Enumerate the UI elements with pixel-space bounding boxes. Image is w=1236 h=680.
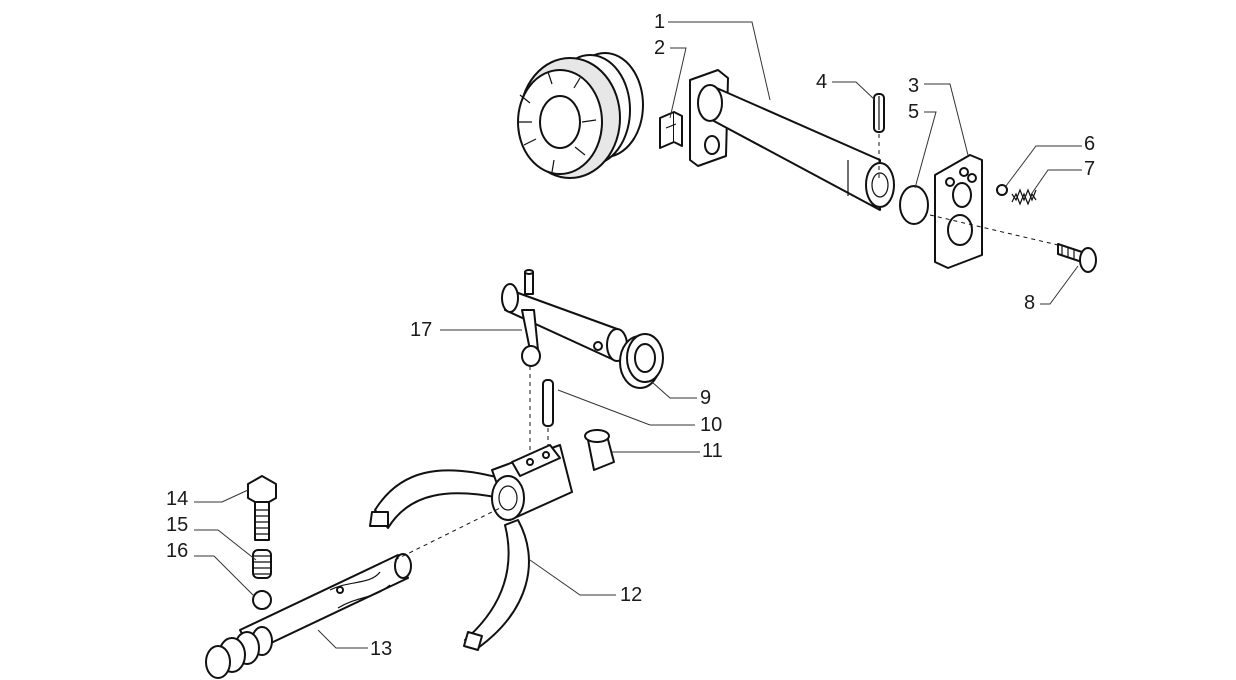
part-2-key bbox=[659, 111, 683, 149]
leader-lines bbox=[194, 21, 1082, 649]
part-1-rod bbox=[689, 69, 895, 211]
callout-10: 10 bbox=[700, 414, 722, 436]
callout-17: 17 bbox=[410, 319, 432, 341]
part-8-screw bbox=[1057, 243, 1097, 273]
part-3-plate bbox=[929, 154, 1059, 269]
part-17-lever bbox=[501, 269, 628, 450]
part-7-spring bbox=[1011, 188, 1037, 206]
callout-16: 16 bbox=[166, 540, 188, 562]
callout-13: 13 bbox=[370, 638, 392, 660]
part-coupling-sleeve bbox=[517, 52, 644, 179]
callout-8: 8 bbox=[1024, 292, 1035, 314]
part-16-ball bbox=[252, 590, 272, 610]
part-5-o-ring bbox=[899, 185, 929, 225]
callout-9: 9 bbox=[700, 387, 711, 409]
part-13-fork-rod bbox=[205, 507, 501, 679]
callout-5: 5 bbox=[908, 101, 919, 123]
callout-12: 12 bbox=[620, 584, 642, 606]
callout-1: 1 bbox=[654, 11, 665, 33]
callout-labels: 1 2 3 4 5 6 7 8 9 10 11 12 13 14 15 16 1… bbox=[166, 11, 1095, 660]
callout-2: 2 bbox=[654, 37, 665, 59]
part-15-spring bbox=[252, 549, 272, 579]
callout-14: 14 bbox=[166, 488, 188, 510]
callout-6: 6 bbox=[1084, 133, 1095, 155]
callout-7: 7 bbox=[1084, 158, 1095, 180]
callout-11: 11 bbox=[702, 440, 723, 462]
callout-3: 3 bbox=[908, 75, 919, 97]
part-4-roll-pin bbox=[873, 93, 885, 178]
part-9-bushing bbox=[619, 333, 664, 389]
part-11-spacer bbox=[584, 429, 615, 471]
callout-15: 15 bbox=[166, 514, 188, 536]
part-14-bolt bbox=[247, 475, 277, 541]
part-6-ball bbox=[996, 184, 1008, 196]
part-10-dowel-pin bbox=[542, 379, 554, 455]
part-12-shift-fork bbox=[369, 444, 573, 651]
callout-4: 4 bbox=[816, 71, 827, 93]
